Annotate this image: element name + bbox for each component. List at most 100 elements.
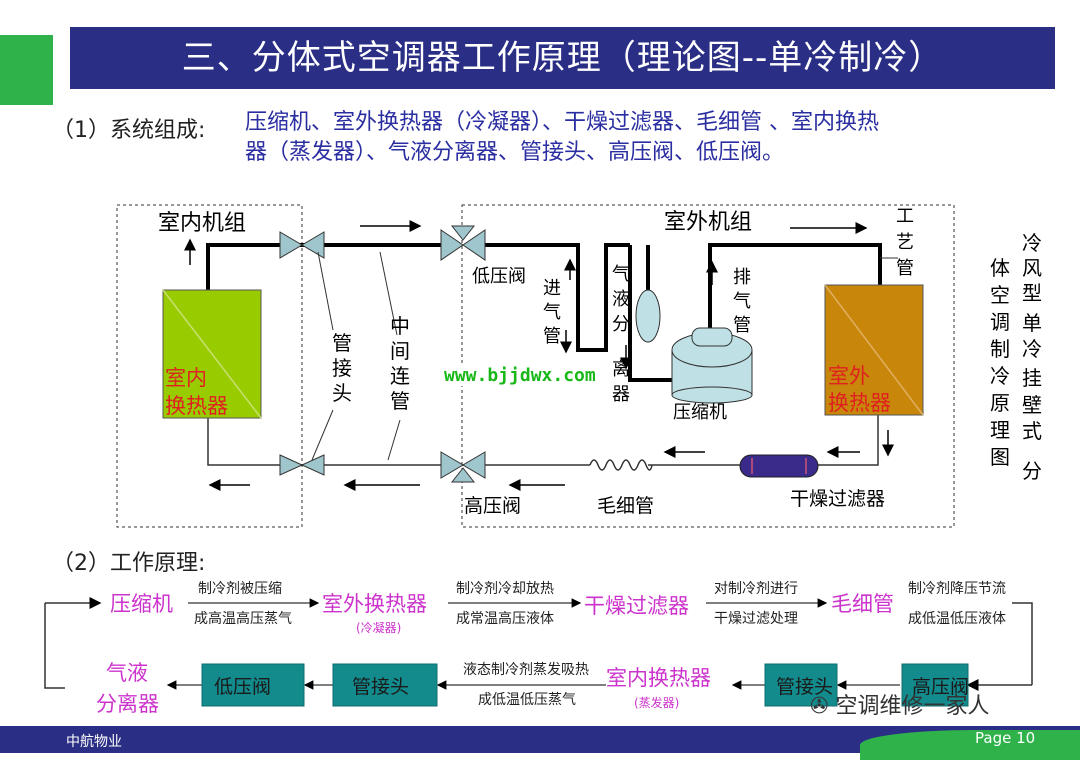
edge2-bottom: 成常温高压液体	[456, 610, 554, 627]
footer-swoosh	[860, 730, 1080, 760]
wechat-watermark: ✇ 空调维修一家人	[810, 688, 989, 720]
dryer-filter	[739, 454, 819, 478]
inlet-pipe-char: 气	[543, 302, 561, 323]
flow-loop-right	[1012, 602, 1033, 685]
middle-pipe-char: 管	[390, 389, 410, 413]
node-compressor: 压缩机	[110, 592, 173, 616]
node-outdoor-hx: 室外换热器	[322, 592, 427, 616]
flow-loop-left	[44, 603, 65, 689]
middle-pipe-char: 连	[390, 364, 410, 388]
edge3-bottom: 干燥过滤处理	[714, 611, 798, 627]
indoor-hx-label-2: 换热器	[165, 394, 228, 418]
high-valve-box	[901, 663, 969, 707]
liquid-pipe-right	[818, 415, 879, 466]
node-separator-2: 分离器	[96, 692, 159, 716]
low-valve-label: 低压阀	[472, 266, 526, 287]
separator-char: 气	[612, 264, 630, 285]
gas-liquid-separator	[635, 289, 661, 343]
node-dryer: 干燥过滤器	[584, 594, 689, 618]
process-pipe-char: 工	[896, 206, 914, 227]
exhaust-pipe-char: 气	[733, 291, 751, 312]
edge1-top: 制冷剂被压缩	[198, 581, 282, 597]
svg-text:冷: 冷	[1022, 231, 1042, 255]
low-valve-box	[201, 663, 305, 707]
inlet-pipe-char: 管	[543, 326, 561, 347]
pipe-joint-box-2	[332, 663, 438, 707]
node-separator-1: 气液	[106, 661, 148, 685]
indoor-unit-label: 室内机组	[158, 211, 246, 236]
svg-text:原: 原	[990, 391, 1010, 415]
website-watermark: www.bjjdwx.com	[442, 365, 598, 386]
section1-label: （1）系统组成:	[52, 118, 206, 143]
pipe-joint-char: 管	[332, 331, 352, 355]
svg-text:空: 空	[990, 283, 1010, 307]
node-low-valve: 低压阀	[214, 676, 271, 698]
node-indoor-hx-sub: (蒸发器)	[634, 695, 679, 710]
page-number: Page 10	[975, 729, 1036, 747]
page-title: 三、分体式空调器工作原理（理论图--单冷制冷）	[181, 38, 944, 78]
svg-text:调: 调	[990, 310, 1010, 334]
title-bar: 三、分体式空调器工作原理（理论图--单冷制冷）	[70, 27, 1055, 89]
outdoor-hx-label-2: 换热器	[828, 391, 891, 415]
middle-pipe-char: 中	[390, 314, 410, 338]
bottom-pipe-joint-valve	[279, 454, 325, 476]
node-high-valve: 高压阀	[912, 676, 969, 698]
svg-text:单: 单	[1022, 311, 1042, 335]
indoor-unit-boundary	[116, 204, 303, 528]
edge2-top: 制冷剂冷却放热	[456, 581, 554, 597]
outdoor-unit-label: 室外机组	[664, 210, 752, 235]
top-pipe-joint-valve	[279, 231, 325, 259]
capillary-coil	[589, 459, 653, 471]
node-capillary: 毛细管	[831, 592, 894, 616]
section2-label: （2）工作原理:	[52, 551, 206, 576]
svg-text:体: 体	[990, 256, 1010, 280]
svg-text:式: 式	[1022, 419, 1042, 443]
separator-char: 液	[612, 289, 630, 310]
svg-text:制: 制	[990, 337, 1010, 361]
separator-char: 器	[612, 384, 630, 405]
process-pipe-char: 管	[896, 258, 914, 279]
svg-text:挂: 挂	[1022, 366, 1042, 390]
pipe-joint-char: 头	[332, 381, 352, 405]
svg-text:风: 风	[1022, 256, 1042, 280]
high-pressure-valve	[440, 451, 486, 483]
svg-text:分: 分	[1022, 459, 1042, 483]
svg-text:理: 理	[990, 418, 1010, 442]
dryer-label: 干燥过滤器	[790, 488, 885, 510]
discharge-pipe	[708, 243, 882, 335]
suction-pipe	[480, 243, 630, 352]
components-line1: 压缩机、室外换热器（冷凝器）、干燥过滤器、毛细管 、室内换热	[245, 110, 879, 135]
separator-char: 分	[612, 314, 630, 335]
edge3-top: 对制冷剂进行	[714, 581, 798, 597]
svg-text:冷: 冷	[990, 364, 1010, 388]
components-line2: 器（蒸发器）、气液分离器、管接头、高压阀、低压阀。	[245, 140, 785, 165]
indoor-top-pipe	[206, 243, 460, 290]
svg-text:冷: 冷	[1022, 337, 1042, 361]
exhaust-pipe-char: 管	[733, 315, 751, 336]
edge4-top: 制冷剂降压节流	[908, 581, 1006, 597]
separator-outlet-pipe	[628, 245, 672, 382]
inlet-pipe-char: 进	[543, 278, 561, 299]
edge5-bottom: 成低温低压蒸气	[478, 692, 576, 708]
leader-line	[311, 409, 334, 461]
leader-line	[317, 251, 334, 331]
svg-text:型: 型	[1022, 281, 1042, 305]
edge1-bottom: 成高温高压蒸气	[194, 610, 292, 627]
compressor-label: 压缩机	[673, 402, 727, 423]
leader-line	[379, 251, 398, 336]
node-pipe-joint-1: 管接头	[776, 676, 833, 698]
low-pressure-valve	[440, 225, 486, 261]
capillary-label: 毛细管	[597, 495, 654, 517]
wechat-account-name: 空调维修一家人	[835, 694, 990, 719]
node-pipe-joint-2: 管接头	[352, 676, 409, 698]
green-corner-tab	[0, 35, 53, 105]
wechat-icon: ✇	[810, 694, 829, 719]
edge5-top: 液态制冷剂蒸发吸热	[463, 662, 589, 678]
high-valve-label: 高压阀	[464, 495, 521, 517]
middle-pipe-char: 间	[390, 339, 410, 363]
side-title: 冷 风 型 单 冷 挂 壁 式 分 体 空 调 制 冷 原 理 图	[990, 231, 1042, 483]
node-outdoor-hx-sub: (冷凝器)	[356, 620, 401, 635]
leader-line	[387, 419, 401, 461]
exhaust-pipe-char: 排	[733, 267, 751, 288]
